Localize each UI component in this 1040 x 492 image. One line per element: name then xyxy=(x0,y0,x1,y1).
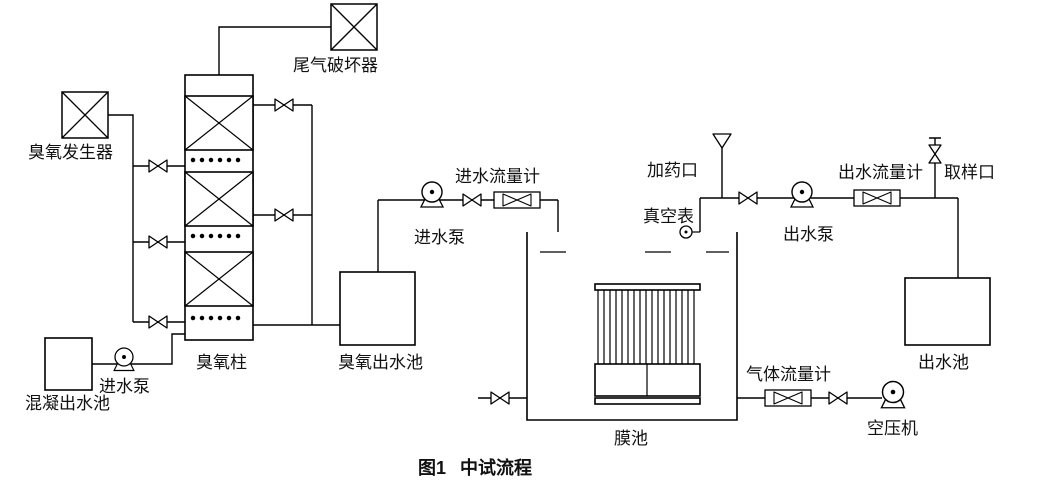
effluent-tank-label: 出水池 xyxy=(918,353,969,372)
dosing-port: 加药口 xyxy=(647,133,732,180)
coagulation-tank-label: 混凝出水池 xyxy=(25,394,110,413)
air-compressor: 空压机 xyxy=(867,380,918,438)
effluent-pump: 出水泵 xyxy=(783,181,834,244)
packing-section-2 xyxy=(184,171,254,227)
pump-icon xyxy=(420,181,444,208)
valve-icon xyxy=(148,159,168,173)
pump-icon xyxy=(113,347,135,372)
ozone-generator: 臭氧发生器 xyxy=(28,91,113,162)
feed-pump-mid: 进水泵 xyxy=(414,181,465,247)
feed-flow-meter-label: 进水流量计 xyxy=(455,167,540,186)
packing-diagonal xyxy=(184,95,254,151)
ozone-column-label: 臭氧柱 xyxy=(196,353,247,372)
feed-flow-meter: 进水流量计 xyxy=(455,167,541,209)
aeration-header xyxy=(594,397,701,405)
packing-section-1 xyxy=(184,95,254,151)
membrane-fibers xyxy=(597,290,695,364)
tail-gas-destructor: 尾气破坏器 xyxy=(293,3,378,75)
coagulation-tank-body xyxy=(44,337,93,391)
feed-pump-left-label: 进水泵 xyxy=(99,377,150,396)
drain-valve-icon xyxy=(490,391,510,405)
valve-icon xyxy=(828,391,848,405)
feed-pump-left: 进水泵 xyxy=(99,347,150,396)
module-top-header xyxy=(594,283,701,291)
ozone-column: 臭氧柱 xyxy=(184,74,254,372)
vacuum-gauge: 真空表 xyxy=(643,207,700,239)
flow-meter-icon xyxy=(493,191,541,209)
sampling-port: 取样口 xyxy=(928,144,995,182)
effluent-pump-label: 出水泵 xyxy=(783,225,834,244)
effluent-tank-body xyxy=(904,277,991,346)
valve-icon xyxy=(148,235,168,249)
valve-icon xyxy=(738,191,758,205)
tail-gas-destructor-label: 尾气破坏器 xyxy=(293,56,378,75)
effluent-flow-meter: 出水流量计 xyxy=(838,163,923,207)
funnel-icon xyxy=(712,133,732,149)
sampling-port-label: 取样口 xyxy=(944,163,995,182)
vacuum-gauge-label: 真空表 xyxy=(643,207,694,226)
pipe-coag-feed xyxy=(92,333,185,365)
membrane-tank-label: 膜池 xyxy=(614,429,648,448)
tail-gas-destructor-icon xyxy=(330,3,378,51)
pump-icon xyxy=(790,181,814,208)
pipe-ozone-manifold xyxy=(108,114,185,323)
air-compressor-label: 空压机 xyxy=(867,419,918,438)
figure-caption: 图1 中试流程 xyxy=(418,457,532,478)
feed-pump-mid-label: 进水泵 xyxy=(414,228,465,247)
coagulation-effluent-tank: 混凝出水池 xyxy=(25,337,110,413)
membrane-module xyxy=(594,283,701,405)
ozone-effluent-tank: 臭氧出水池 xyxy=(338,271,423,372)
packing-diagonal xyxy=(184,171,254,227)
ozone-generator-label: 臭氧发生器 xyxy=(28,143,113,162)
packing-diagonal xyxy=(184,251,254,307)
flow-meter-icon xyxy=(764,389,812,407)
pipe-column-outlets xyxy=(253,104,340,326)
gas-flow-meter-label: 气体流量计 xyxy=(746,365,831,384)
ozone-effluent-tank-body xyxy=(339,271,416,346)
compressor-icon xyxy=(880,380,906,409)
figure-caption-number: 图1 xyxy=(418,458,446,478)
figure-caption-title: 中试流程 xyxy=(460,457,532,478)
ozone-effluent-tank-label: 臭氧出水池 xyxy=(338,353,423,372)
packing-section-3 xyxy=(184,251,254,307)
gauge-needle-dot xyxy=(684,230,688,234)
effluent-tank: 出水池 xyxy=(904,277,991,372)
ozone-generator-icon xyxy=(61,91,109,139)
membrane-tank: 膜池 xyxy=(526,232,738,448)
valve-icon xyxy=(462,193,482,207)
valve-icon xyxy=(274,208,294,222)
valve-icon xyxy=(274,98,294,112)
valve-icon xyxy=(148,315,168,329)
pipe-column-to-destructor xyxy=(218,26,331,75)
effluent-flow-meter-label: 出水流量计 xyxy=(838,163,923,182)
dosing-port-label: 加药口 xyxy=(647,161,698,180)
flow-meter-icon xyxy=(853,189,901,207)
gas-flow-meter: 气体流量计 xyxy=(746,365,831,407)
sampling-valve-icon xyxy=(928,144,942,164)
